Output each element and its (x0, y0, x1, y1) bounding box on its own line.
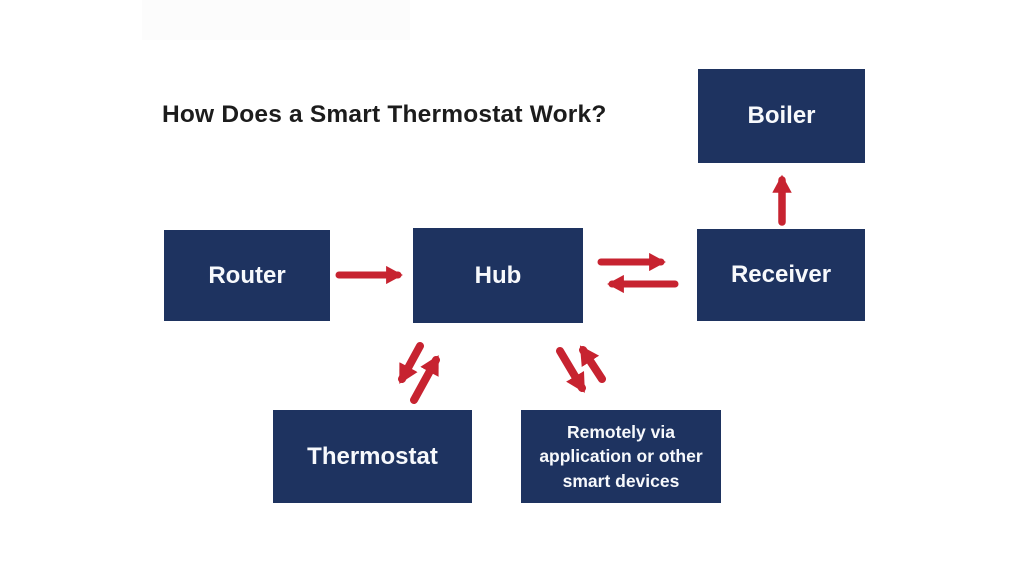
node-receiver-label: Receiver (730, 261, 832, 288)
node-hub-label: Hub (474, 261, 522, 289)
node-receiver: Receiver (697, 229, 865, 321)
node-router-label: Router (208, 261, 286, 289)
node-remote-line-3: smart devices (562, 470, 680, 491)
arrow-thermostat-to-hub (410, 355, 440, 404)
faint-background-band (142, 0, 410, 40)
node-remote-control: Remotely via application or other smart … (521, 410, 721, 503)
arrow-hub-to-thermostat (398, 342, 424, 384)
arrow-hub-to-remote (556, 347, 586, 393)
node-remote-line-2: application or other (539, 446, 703, 467)
node-hub: Hub (413, 228, 583, 323)
arrow-remote-to-hub (579, 345, 606, 383)
node-thermostat: Thermostat (273, 410, 472, 503)
node-remote-line-1: Remotely via (567, 422, 675, 443)
node-boiler-label: Boiler (747, 102, 816, 129)
node-router: Router (164, 230, 330, 321)
page-title: How Does a Smart Thermostat Work? (162, 101, 607, 128)
node-boiler: Boiler (698, 69, 865, 163)
node-remote-control-label: Remotely via application or other smart … (539, 420, 702, 492)
node-thermostat-label: Thermostat (307, 442, 438, 470)
